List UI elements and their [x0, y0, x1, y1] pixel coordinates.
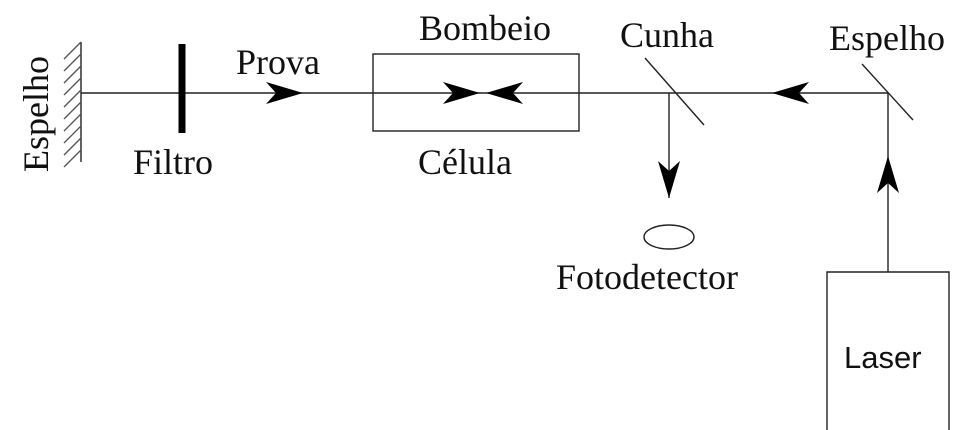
wedge-element — [644, 57, 705, 126]
photodetector-element — [643, 224, 695, 250]
filter-label: Filtro — [133, 142, 213, 182]
laser-label: Laser — [844, 340, 922, 375]
right-mirror-element — [861, 63, 914, 121]
probe-arrow — [266, 82, 303, 104]
probe-arrow-in-cell — [443, 82, 480, 104]
photodetector-label: Fotodetector — [556, 257, 738, 297]
return-beam-arrow — [772, 82, 809, 104]
wedge-label: Cunha — [620, 15, 714, 55]
left-mirror-label: Espelho — [16, 56, 56, 172]
pump-arrow-in-cell — [486, 82, 523, 104]
cell-box — [372, 53, 580, 132]
laser-beam-arrow — [877, 156, 899, 193]
detector-arrow — [658, 161, 680, 198]
probe-label: Prova — [236, 42, 320, 82]
pump-label: Bombeio — [419, 8, 551, 48]
left-mirror-hatching — [63, 41, 82, 168]
cell-label: Célula — [418, 142, 512, 182]
laser-box — [826, 271, 950, 430]
left-mirror — [63, 41, 82, 168]
right-mirror-label: Espelho — [829, 18, 945, 58]
